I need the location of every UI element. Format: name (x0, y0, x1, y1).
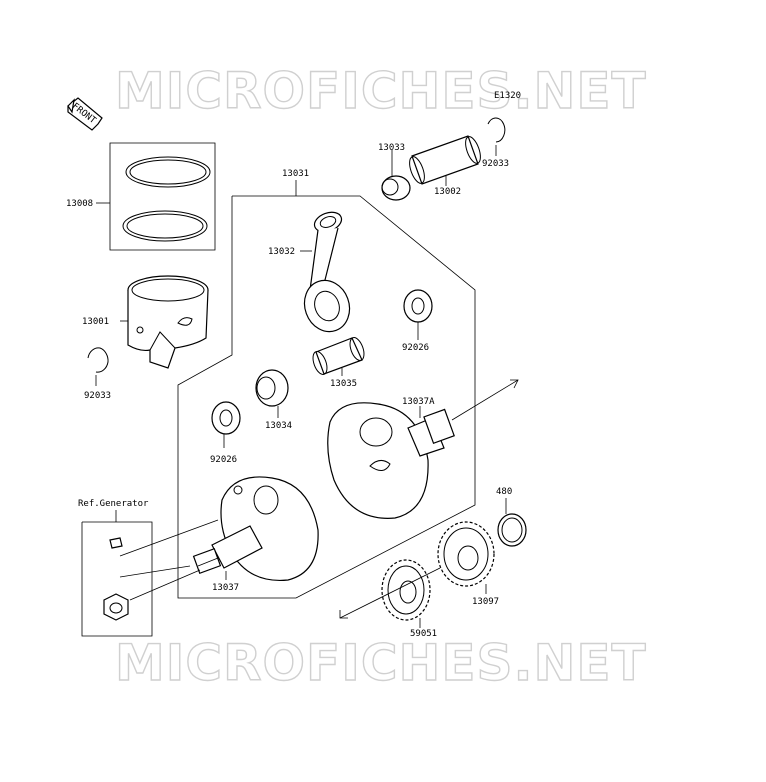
label-13034: 13034 (265, 421, 292, 431)
thrust-washer-right (403, 289, 433, 340)
connecting-rod (300, 211, 351, 333)
watermark-top: MICROFICHES.NET (115, 62, 647, 120)
label-13002: 13002 (434, 187, 461, 197)
label-13097: 13097 (472, 597, 499, 607)
crank-half-right (327, 379, 519, 519)
label-13035: 13035 (330, 379, 357, 389)
gear-59051 (381, 559, 431, 628)
label-13037A: 13037A (402, 397, 435, 407)
needle-bearing-small (381, 150, 411, 201)
label-92026-left: 92026 (210, 455, 237, 465)
watermark-bottom: MICROFICHES.NET (115, 634, 647, 692)
thrust-washer-left (211, 401, 241, 448)
circlip-left (87, 347, 109, 386)
label-13037: 13037 (212, 583, 239, 593)
crank-pin (312, 337, 365, 376)
label-59051: 59051 (410, 629, 437, 639)
ref-generator-label: Ref.Generator (78, 499, 149, 509)
ref-generator-group: Ref.Generator (78, 499, 219, 637)
needle-bearing-big (255, 369, 289, 418)
label-13031: 13031 (282, 169, 309, 179)
label-92026-right: 92026 (402, 343, 429, 353)
piston-ring-set (96, 142, 216, 251)
front-arrow-icon: FRONT (67, 97, 103, 131)
label-13032: 13032 (268, 247, 295, 257)
direction-arrow-icon (339, 567, 441, 619)
label-13008: 13008 (66, 199, 93, 209)
crank-assembly-outline (177, 195, 476, 599)
circlip-480 (497, 498, 527, 547)
piston-pin (409, 135, 481, 186)
circlip-right (487, 117, 506, 156)
label-92033-left: 92033 (84, 391, 111, 401)
diagram-code: E1320 (494, 91, 521, 101)
gear-13097 (437, 521, 495, 594)
label-13001: 13001 (82, 317, 109, 327)
label-480: 480 (496, 487, 512, 497)
label-92033-right: 92033 (482, 159, 509, 169)
label-13033: 13033 (378, 143, 405, 153)
piston (120, 275, 209, 369)
crank-half-left (192, 476, 319, 582)
